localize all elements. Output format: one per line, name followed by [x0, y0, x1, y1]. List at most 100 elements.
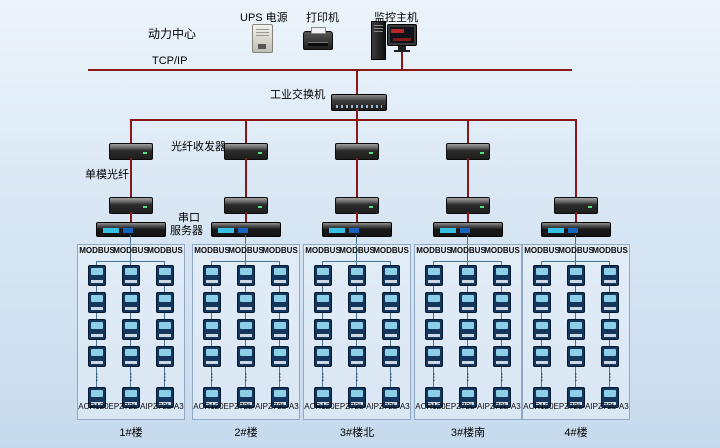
server-panel-line: [245, 235, 246, 244]
modbus-label: MODBUS: [416, 246, 452, 255]
meter-screen: [462, 390, 474, 397]
modbus-column: MODBUS ⋮: [416, 245, 452, 419]
modbus-label: MODBUS: [524, 246, 560, 255]
meter-base: [91, 334, 103, 337]
modbus-label: MODBUS: [339, 246, 375, 255]
meter-icon: [314, 387, 332, 408]
serial-server-icon: [322, 222, 392, 237]
modbus-label: MODBUS: [558, 246, 594, 255]
meter-base: [159, 307, 171, 310]
panel-feed-line: [245, 245, 246, 261]
meter-icon: [203, 265, 221, 286]
meter-icon: [533, 292, 551, 313]
host-link-line: [401, 52, 403, 70]
modbus-label: MODBUS: [113, 246, 149, 255]
meter-screen: [125, 295, 137, 302]
meter-screen: [91, 295, 103, 302]
meter-screen: [240, 295, 252, 302]
meter-base: [462, 361, 474, 364]
meter-icon: [533, 387, 551, 408]
meter-icon: [122, 319, 140, 340]
meter-column: ⋮: [122, 265, 140, 408]
meter-icon: [237, 387, 255, 408]
building-label: 2#楼: [234, 427, 258, 439]
meter-screen: [536, 349, 548, 356]
ellipsis-dots: ⋮: [207, 372, 217, 382]
meter-icon: [425, 292, 443, 313]
building-label: 4#楼: [564, 427, 588, 439]
branch-line: [467, 119, 469, 144]
building-group-5: MODBUS ⋮ MODBUS ⋮ MODBUS ⋮ ACR120EPZ72L-…: [520, 119, 632, 444]
meter-base: [604, 307, 616, 310]
meter-base: [274, 361, 286, 364]
ellipsis-dots: ⋮: [318, 372, 328, 382]
meter-screen: [462, 349, 474, 356]
modbus-label: MODBUS: [228, 246, 264, 255]
serial-server-icon: [96, 222, 166, 237]
meter-screen: [206, 268, 218, 275]
meter-screen: [91, 349, 103, 356]
meter-base: [570, 334, 582, 337]
meter-icon: [88, 319, 106, 340]
meter-screen: [206, 295, 218, 302]
meter-base: [317, 280, 329, 283]
transceiver-server-line: [130, 212, 132, 222]
meter-screen: [351, 349, 363, 356]
meter-base: [496, 334, 508, 337]
meter-icon: [567, 346, 585, 367]
meter-base: [604, 334, 616, 337]
meter-screen: [496, 322, 508, 329]
meter-base: [604, 402, 616, 405]
meter-icon: [601, 387, 619, 408]
meter-base: [240, 307, 252, 310]
meter-icon: [459, 319, 477, 340]
meter-base: [496, 402, 508, 405]
meter-base: [351, 334, 363, 337]
meter-icon: [425, 346, 443, 367]
meter-screen: [159, 268, 171, 275]
meter-screen: [604, 268, 616, 275]
meter-screen: [91, 322, 103, 329]
meter-screen: [385, 268, 397, 275]
meter-screen: [274, 390, 286, 397]
meter-screen: [462, 322, 474, 329]
meter-icon: [348, 265, 366, 286]
meter-icon: [314, 346, 332, 367]
industrial-switch-icon: [331, 94, 387, 111]
tcpip-label: TCP/IP: [152, 55, 188, 67]
tcpip-line: [88, 69, 572, 71]
meter-screen: [428, 322, 440, 329]
meter-base: [125, 361, 137, 364]
meter-icon: [601, 265, 619, 286]
meter-icon: [122, 265, 140, 286]
meter-icon: [382, 387, 400, 408]
meter-screen: [206, 349, 218, 356]
meter-base: [536, 280, 548, 283]
meter-base: [206, 280, 218, 283]
meter-screen: [274, 322, 286, 329]
meter-base: [159, 334, 171, 337]
meter-icon: [88, 292, 106, 313]
modbus-column: MODBUS ⋮: [194, 245, 230, 419]
printer-icon: [303, 27, 333, 50]
meter-base: [570, 402, 582, 405]
meter-base: [206, 361, 218, 364]
meter-base: [428, 334, 440, 337]
panel-feed-line: [575, 245, 576, 261]
ups-icon: [252, 24, 273, 53]
modbus-label: MODBUS: [592, 246, 628, 255]
meter-column: ⋮: [88, 265, 106, 408]
meter-base: [351, 280, 363, 283]
building-group-3: MODBUS ⋮ MODBUS ⋮ MODBUS ⋮ ACR120EPZ72L-…: [301, 119, 413, 444]
meter-model-label: ACR120EPZ72L-AIPZ72L-A3: [78, 402, 184, 411]
meter-icon: [601, 292, 619, 313]
meter-icon: [567, 292, 585, 313]
meter-base: [496, 280, 508, 283]
meter-screen: [351, 268, 363, 275]
meter-icon: [237, 292, 255, 313]
meter-icon: [425, 387, 443, 408]
meter-screen: [317, 349, 329, 356]
serial-server-icon: [433, 222, 503, 237]
meter-screen: [428, 268, 440, 275]
building-label: 3#楼南: [450, 427, 486, 439]
